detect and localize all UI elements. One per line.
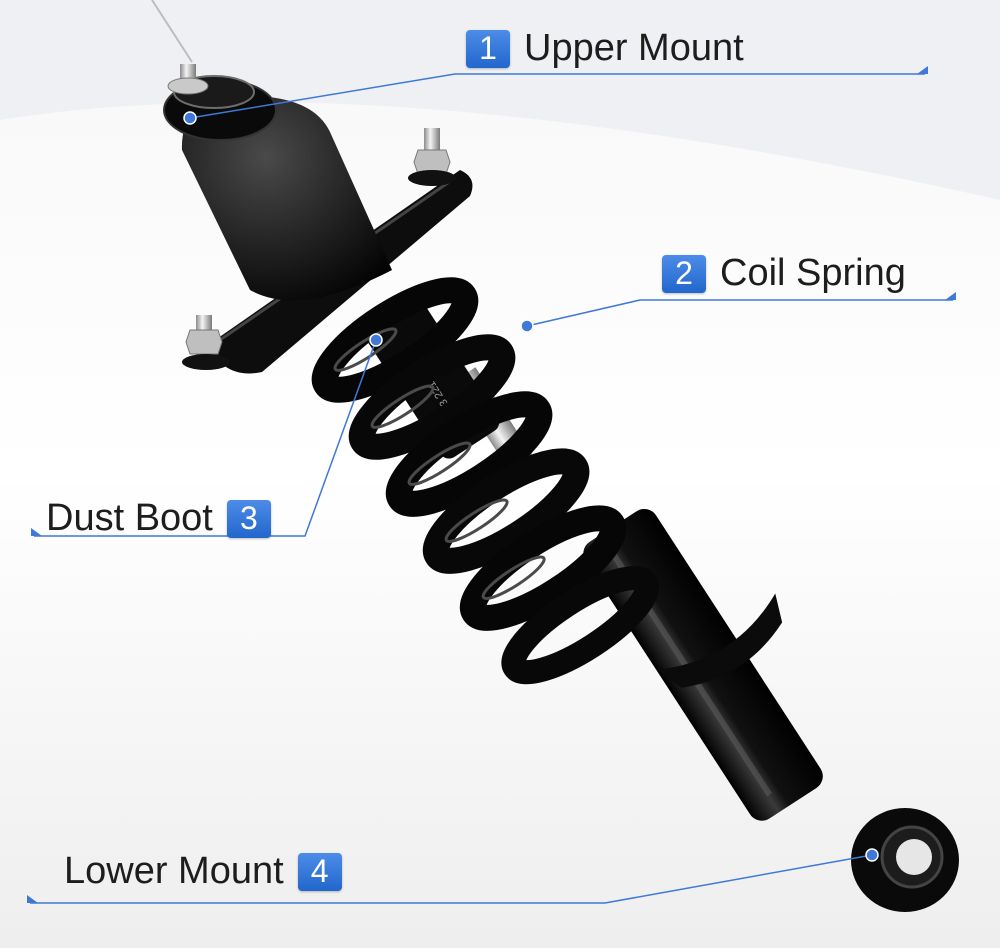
leader-lines — [30, 73, 953, 904]
leader-dot-coil-spring — [520, 319, 534, 333]
coil-turn — [385, 391, 553, 517]
callout-dust-boot: Dust Boot 3 — [46, 497, 271, 540]
arrowhead-upper-mount — [917, 66, 928, 74]
callout-text: Lower Mount — [64, 850, 284, 892]
callout-coil-spring: 2 Coil Spring — [662, 252, 906, 295]
mount-stud — [182, 315, 230, 370]
strut-assembly: 50833 2211 04 — [163, 64, 959, 912]
leader-line-lower-mount — [30, 854, 873, 904]
coil-turn — [501, 566, 659, 685]
callout-number-badge: 2 — [662, 254, 706, 293]
coil-highlight — [481, 555, 546, 600]
arrowhead-dust-boot — [31, 528, 42, 536]
lower-eye-mount — [851, 808, 959, 912]
mount-stud — [408, 128, 456, 186]
callout-number-badge: 3 — [226, 499, 271, 538]
callout-text: Upper Mount — [524, 27, 744, 69]
arrowhead-lower-mount — [27, 895, 38, 903]
upper-mount-nut — [167, 77, 209, 95]
leader-dot-dust-boot — [369, 333, 383, 347]
background-swoosh — [0, 0, 1000, 200]
coil-turn — [348, 334, 516, 460]
callout-number-badge: 1 — [466, 29, 510, 68]
upper-mount-cap — [181, 95, 392, 301]
leader-line-dust-boot — [34, 339, 377, 537]
coil-turn — [311, 277, 479, 403]
coil-highlight — [370, 384, 435, 429]
coil-turn — [459, 505, 627, 631]
coil-highlight — [407, 441, 472, 486]
lower-spring-seat — [657, 593, 783, 688]
coil-turn — [422, 448, 590, 574]
leader-dot-upper-mount — [183, 111, 197, 125]
callout-number-badge: 4 — [297, 852, 342, 891]
coil-highlight — [444, 498, 509, 543]
leader-dots — [183, 111, 879, 862]
hanging-wire — [151, 0, 193, 63]
callout-text: Coil Spring — [720, 252, 906, 294]
leader-line-coil-spring — [526, 299, 953, 327]
arrowhead-coil-spring — [945, 292, 956, 300]
leader-line-upper-mount — [189, 73, 925, 119]
callout-text: Dust Boot — [46, 497, 213, 539]
callout-lower-mount: Lower Mount 4 — [64, 850, 342, 893]
leader-dot-lower-mount — [865, 848, 879, 862]
callout-upper-mount: 1 Upper Mount — [466, 27, 744, 70]
leader-arrowheads — [27, 66, 956, 903]
coil-spring — [311, 277, 659, 685]
